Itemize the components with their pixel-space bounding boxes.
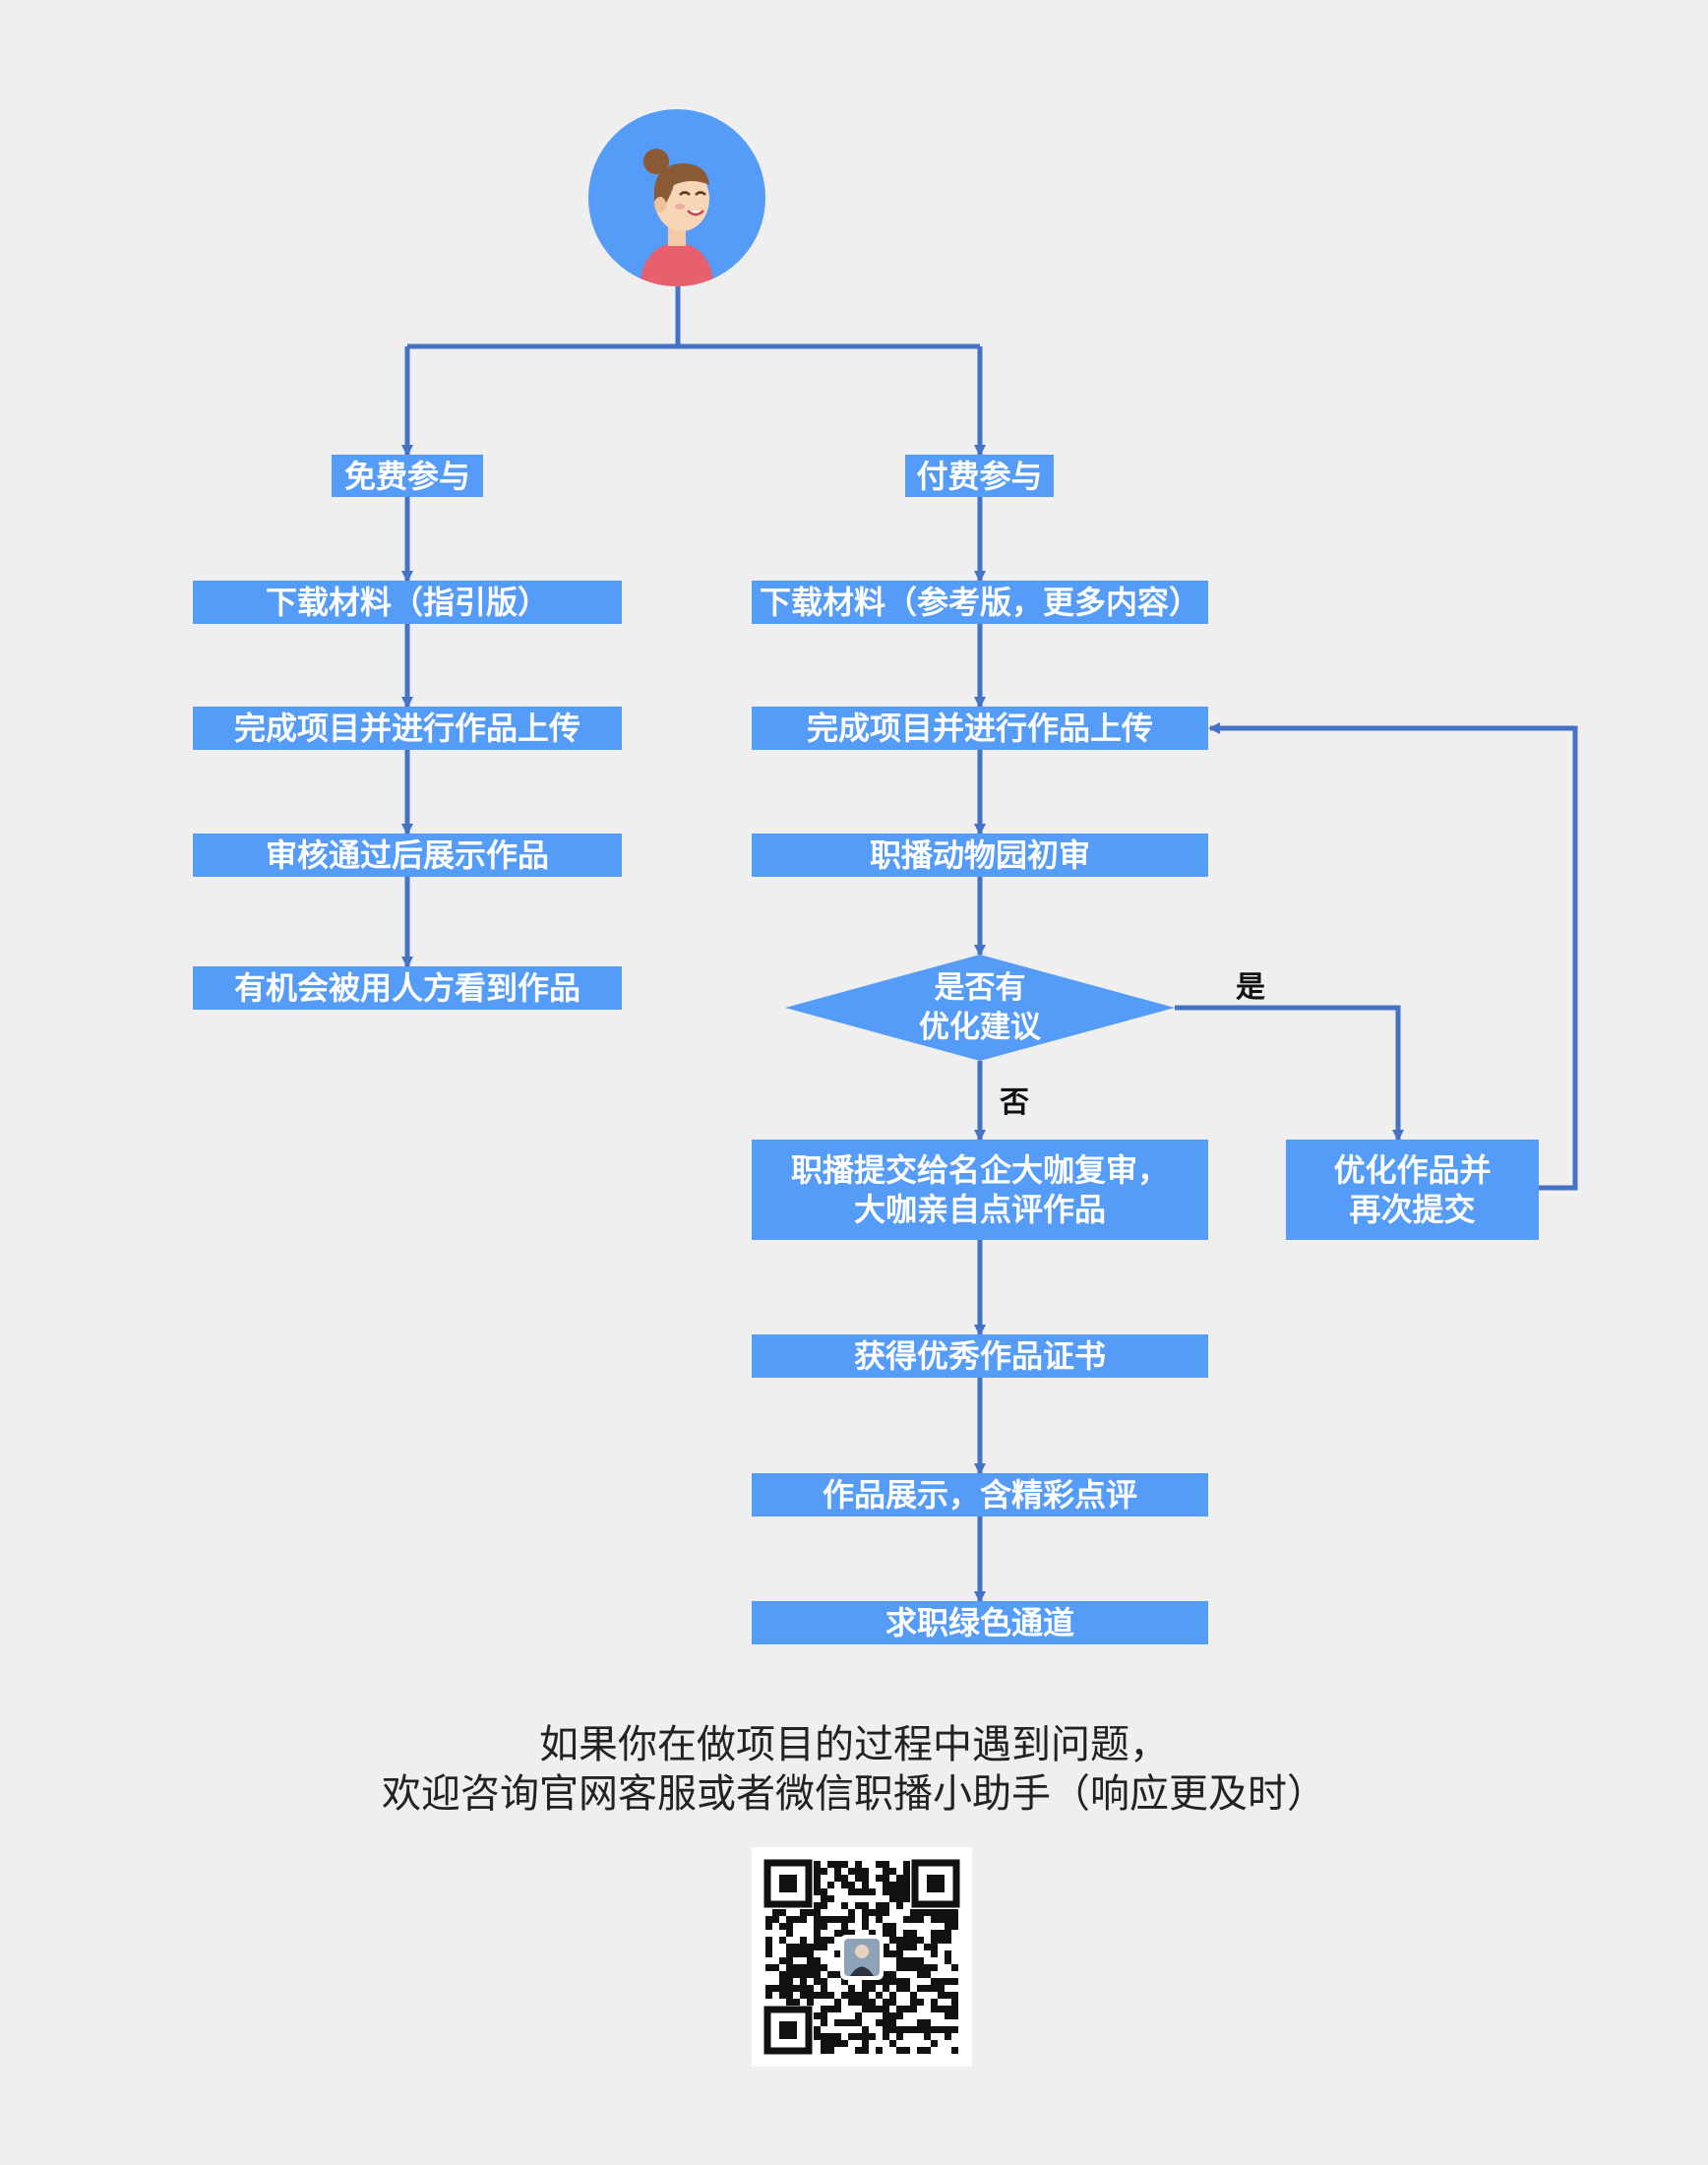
woman-avatar-icon <box>585 108 768 287</box>
decision-label-line1: 是否有 <box>934 970 1026 1006</box>
paid-step-initial-review: 职播动物园初审 <box>752 834 1208 877</box>
optimize-line2: 再次提交 <box>1349 1191 1476 1228</box>
paid-step-download: 下载材料（参考版，更多内容） <box>752 581 1208 624</box>
arrow-resubmit-loop <box>1208 722 1578 1191</box>
free-step-seen: 有机会被用人方看到作品 <box>193 966 622 1010</box>
footer-line-2: 欢迎咨询官网客服或者微信职播小助手（响应更及时） <box>382 1771 1326 1817</box>
arrow-decision-yes <box>1175 1005 1404 1142</box>
free-step-download: 下载材料（指引版） <box>193 581 622 624</box>
paid-branch-title: 付费参与 <box>905 455 1054 497</box>
free-step-upload: 完成项目并进行作品上传 <box>193 707 622 750</box>
optimize-line1: 优化作品并 <box>1333 1151 1492 1189</box>
decision-label: 是否有 优化建议 <box>842 968 1118 1047</box>
decision-diamond <box>785 955 1175 1061</box>
paid-step-fast-track: 求职绿色通道 <box>752 1601 1208 1644</box>
yes-label: 是 <box>1236 970 1265 1005</box>
paid-step-showcase: 作品展示，含精彩点评 <box>752 1473 1208 1516</box>
expert-review-line1: 职播提交给名企大咖复审， <box>790 1151 1169 1189</box>
paid-step-certificate: 获得优秀作品证书 <box>752 1334 1208 1378</box>
free-branch-title: 免费参与 <box>332 455 483 497</box>
free-step-review: 审核通过后展示作品 <box>193 834 622 877</box>
paid-step-upload: 完成项目并进行作品上传 <box>752 707 1208 750</box>
no-label: 否 <box>1000 1085 1029 1120</box>
footer-line-1: 如果你在做项目的过程中遇到问题， <box>539 1722 1169 1767</box>
decision-label-line2: 优化建议 <box>919 1010 1041 1045</box>
paid-step-expert-review: 职播提交给名企大咖复审， 大咖亲自点评作品 <box>752 1140 1208 1240</box>
qr-code-icon <box>752 1847 972 2067</box>
expert-review-line2: 大咖亲自点评作品 <box>853 1191 1106 1228</box>
paid-step-optimize-resubmit: 优化作品并 再次提交 <box>1286 1140 1539 1240</box>
